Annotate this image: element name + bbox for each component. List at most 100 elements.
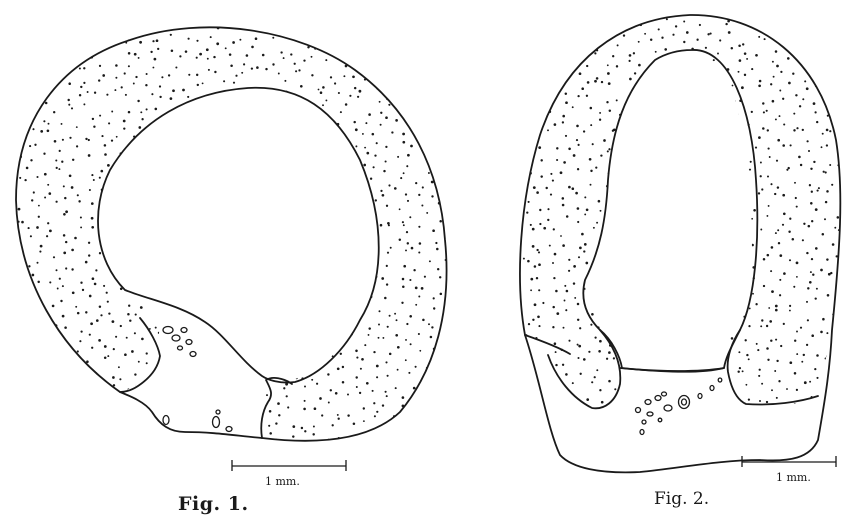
stipple-dot [158, 22, 161, 25]
stipple-dot [251, 46, 254, 49]
stipple-dot [242, 367, 244, 369]
stipple-dot [774, 193, 776, 195]
stipple-dot [256, 66, 259, 69]
stipple-dot [303, 101, 306, 104]
stipple-dot [514, 393, 516, 395]
stipple-dot [759, 369, 761, 371]
stipple-dot [766, 215, 768, 217]
stipple-dot [805, 30, 808, 33]
stipple-dot [171, 135, 174, 138]
stipple-dot [782, 144, 785, 147]
stipple-dot [197, 253, 200, 256]
stipple-dot [104, 356, 107, 359]
stipple-dot [668, 227, 670, 229]
stipple-dot [778, 242, 780, 244]
stipple-dot [249, 307, 252, 310]
stipple-dot [538, 251, 540, 253]
stipple-dot [206, 343, 208, 345]
stipple-dot [671, 253, 673, 255]
stipple-dot [239, 39, 241, 41]
stipple-dot [224, 367, 226, 369]
stipple-dot [321, 140, 323, 142]
stipple-dot [65, 267, 67, 269]
stipple-dot [14, 425, 16, 427]
stipple-dot [728, 135, 730, 137]
stipple-dot [543, 227, 546, 230]
stipple-dot [374, 415, 376, 417]
stipple-dot [232, 285, 234, 287]
stipple-dot [385, 160, 387, 162]
stipple-dot [610, 258, 613, 261]
stipple-dot [717, 53, 719, 55]
stipple-dot [327, 446, 329, 448]
stipple-dot [307, 200, 309, 202]
stipple-dot [115, 77, 117, 79]
stipple-dot [193, 225, 195, 227]
stipple-dot [304, 400, 306, 402]
stipple-dot [376, 365, 379, 368]
stipple-dot [88, 242, 90, 244]
stipple-dot [381, 277, 384, 280]
stipple-dot [392, 81, 394, 83]
stipple-dot [424, 42, 426, 44]
stipple-dot [319, 397, 322, 400]
stipple-dot [798, 156, 801, 159]
stipple-dot [789, 305, 791, 307]
stipple-dot [766, 110, 768, 112]
stipple-dot [608, 241, 610, 243]
stipple-dot [374, 43, 377, 46]
stipple-dot [131, 278, 133, 280]
stipple-dot [650, 293, 652, 295]
stipple-dot [644, 33, 646, 35]
stipple-dot [172, 89, 175, 92]
stipple-dot [578, 144, 580, 146]
stipple-dot [249, 153, 251, 155]
stipple-dot [550, 194, 552, 196]
stipple-dot [331, 217, 333, 219]
stipple-dot [71, 249, 74, 252]
stipple-dot [231, 21, 233, 23]
stipple-dot [527, 260, 530, 263]
stipple-dot [553, 228, 555, 230]
stipple-dot [81, 331, 83, 333]
stipple-dot [159, 365, 161, 367]
stipple-dot [408, 372, 410, 374]
stipple-dot [779, 279, 781, 281]
stipple-dot [437, 423, 439, 425]
stipple-dot [45, 411, 47, 413]
stipple-dot [378, 337, 380, 339]
stipple-dot [310, 292, 312, 294]
stipple-dot [239, 223, 241, 225]
stipple-dot [792, 31, 794, 33]
stipple-dot [205, 397, 208, 400]
stipple-dot [99, 177, 101, 179]
stipple-dot [608, 380, 611, 383]
stipple-dot [88, 154, 91, 157]
stipple-dot [112, 320, 115, 323]
stipple-dot [666, 18, 668, 20]
stipple-dot [201, 264, 204, 267]
stipple-dot [771, 246, 774, 249]
stipple-dot [616, 99, 618, 101]
stipple-dot [120, 325, 122, 327]
stipple-dot [554, 342, 557, 345]
stipple-dot [773, 416, 775, 418]
stipple-dot [773, 76, 775, 78]
stipple-dot [128, 111, 131, 114]
stipple-dot [68, 82, 71, 85]
stipple-dot [839, 69, 841, 71]
stipple-dot [37, 281, 39, 283]
stipple-dot [783, 18, 786, 21]
stipple-dot [796, 262, 799, 265]
stipple-dot [335, 392, 338, 395]
stipple-dot [659, 142, 661, 144]
stipple-dot [71, 107, 73, 109]
stipple-dot [422, 186, 424, 188]
stipple-dot [39, 251, 41, 253]
stipple-dot [656, 128, 658, 130]
stipple-dot [34, 319, 36, 321]
stipple-dot [315, 340, 317, 342]
stipple-dot [553, 277, 555, 279]
stipple-dot [578, 49, 580, 51]
stipple-dot [406, 323, 408, 325]
